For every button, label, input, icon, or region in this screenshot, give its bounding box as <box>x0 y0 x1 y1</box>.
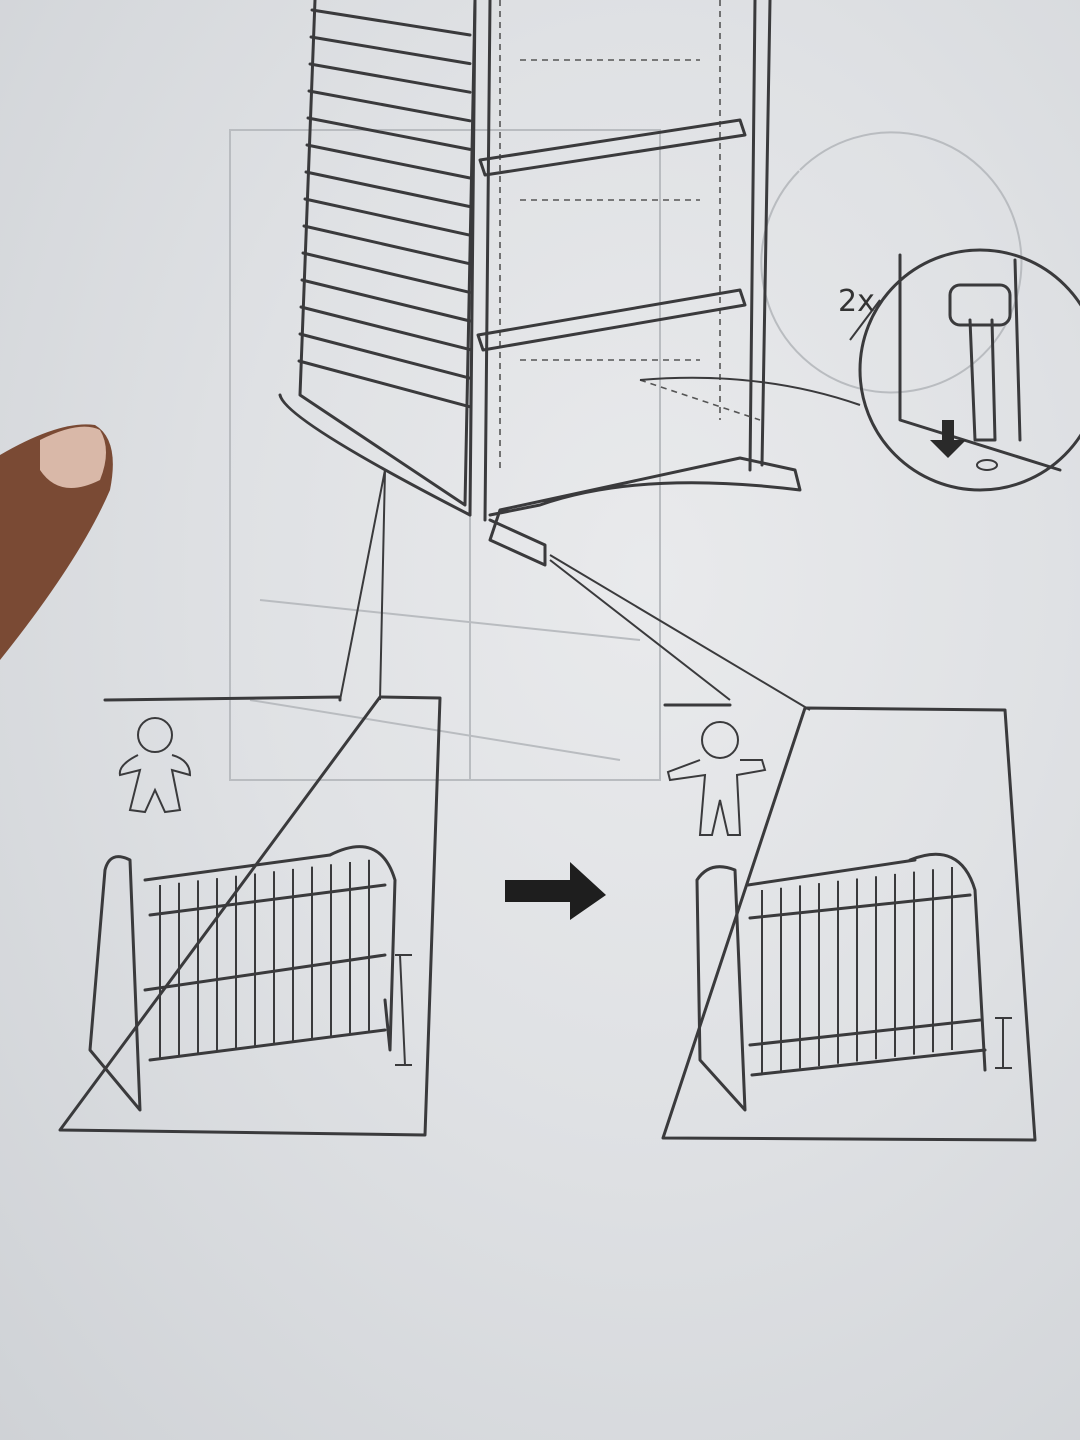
right-arrow-icon <box>505 862 606 920</box>
hardware-detail-callout <box>639 248 1080 492</box>
finger <box>0 424 113 660</box>
slat <box>305 143 472 180</box>
crib-frame-illustration <box>278 0 811 711</box>
down-arrow-icon <box>930 420 966 458</box>
toddler-standing-icon <box>666 721 767 836</box>
slat <box>307 89 472 123</box>
slat <box>306 116 472 151</box>
slat <box>302 224 472 266</box>
slat <box>308 62 472 94</box>
slat <box>309 35 472 66</box>
panel-low-mattress <box>661 703 1037 1142</box>
quantity-label: 2x <box>838 284 875 319</box>
slat <box>300 278 472 323</box>
slat <box>304 170 472 209</box>
slat <box>303 197 472 237</box>
slat <box>301 251 472 294</box>
slat <box>297 359 472 409</box>
slat <box>298 332 472 380</box>
slat <box>299 305 472 352</box>
panel-high-mattress <box>58 695 442 1137</box>
slat <box>310 8 472 37</box>
show-through-drawing <box>229 129 1023 781</box>
infant-lying-icon <box>118 717 192 814</box>
